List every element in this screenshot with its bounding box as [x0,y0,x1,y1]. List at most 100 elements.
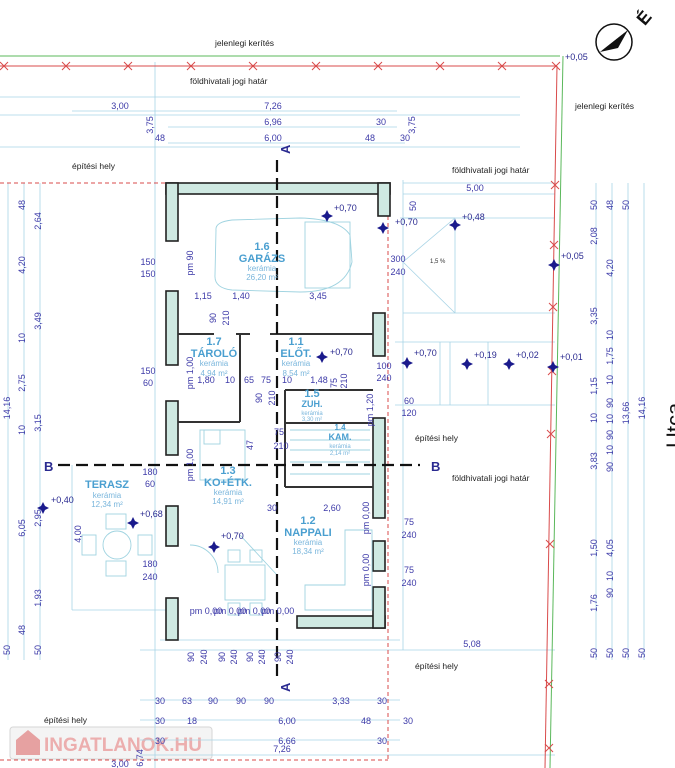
dimension-label: 100 [376,361,391,371]
dimension-label: 30 [267,503,277,513]
dimension-label: kerámia [282,359,311,368]
dimension-label: 1.6 [254,241,269,253]
dimension-label: 60 [143,378,153,388]
dimension-label: 48 [605,200,615,210]
dimension-label: 6,66 [278,736,296,746]
dimension-label: 2,95 [33,509,43,527]
elevation-marker-icon [321,210,333,222]
elevation-marker-icon [461,358,473,370]
dimension-label: 60 [404,396,414,406]
dimension-label: 210 [221,310,231,325]
dimension-label: NAPPALI [284,527,331,539]
dimension-label: +0,48 [462,212,485,222]
dimension-label: 90 [605,462,615,472]
dimension-label: 30 [155,716,165,726]
dimension-label: 240 [401,578,416,588]
dimension-label: 10 [589,413,599,423]
dimension-label: KO+ÉTK. [204,476,252,489]
dimension-label: pm 0,00 [361,502,371,535]
dimension-label: +0,19 [474,350,497,360]
dimension-label: pm 0,00 [361,554,371,587]
dimension-label: 10 [605,571,615,581]
dimension-guide-lines [0,62,645,768]
dimensions-left: 48 2,64 4,20 3,49 10 2,75 10 3,15 14,16 … [2,200,83,655]
dimension-label: 4,20 [605,259,615,277]
dimension-label: pm 0,00 [238,606,271,616]
building-zone-line [0,182,389,761]
dimension-label: 1,40 [232,291,250,301]
annotation-fence-right: jelenlegi kerítés [574,101,634,111]
dimension-label: 1.2 [300,515,315,527]
dimension-label: 240 [229,649,239,664]
dimension-label: 14,16 [2,397,12,420]
dimension-label: kerámia [200,359,229,368]
dimension-label: pm 0,00 [214,606,247,616]
dimension-label: 2,60 [323,503,341,513]
dimension-label: kerámia [248,264,277,273]
dimension-label: 6,96 [264,117,282,127]
dimension-label: 75 [329,378,339,388]
elevation-labels: +0,05 +0,70 +0,70 +0,48 +0,05 +0,70 +0,7… [51,52,588,541]
dimension-label: 75 [404,517,414,527]
dimension-label: 30 [377,736,387,746]
elevation-marker-icon [548,259,560,271]
dimension-label: 3,75 [145,116,155,134]
dimension-label: 7,26 [264,101,282,111]
elevation-marker-icon [316,351,328,363]
dimension-label: kerámia [294,538,323,547]
dimension-label: 65 [244,375,254,385]
dimension-label: 30 [376,117,386,127]
dimension-label: 240 [376,373,391,383]
dimension-label: 63 [182,696,192,706]
dimension-label: 30 [155,696,165,706]
dimension-label: 240 [257,649,267,664]
dimension-label: pm 0,00 [190,606,223,616]
dimension-label: kerámia [301,411,323,417]
dimension-label: +0,70 [334,203,357,213]
dimension-label: 240 [142,572,157,582]
dimension-label: 7,26 [273,744,291,754]
dimension-label: 90 [208,313,218,323]
dimensions-right: 50 2,08 3,35 1,15 10 3,83 1,50 1,76 50 4… [589,200,647,658]
dimension-label: TÁROLÓ [191,347,238,360]
dimension-label: 48 [155,133,165,143]
dimension-label: 13,66 [621,402,631,425]
elevation-marker-icon [127,517,139,529]
dimension-label: 6,74 [135,749,145,767]
north-label: É [632,6,656,29]
dimension-label: 1,15 [589,377,599,395]
dimension-label: 240 [390,267,405,277]
dimension-label: 6,00 [264,133,282,143]
dimension-label: ELŐT. [280,347,311,360]
dimension-label: 3,35 [589,307,599,325]
dimension-label: 240 [285,649,295,664]
dimension-label: 1.5 [304,388,319,400]
dimension-label: 90 [605,588,615,598]
dimension-label: 210 [273,441,288,451]
dimension-label: 120 [401,408,416,418]
dimension-label: pm 1,00 [185,357,195,390]
dimension-label: +0,68 [140,509,163,519]
dimension-label: 4,20 [17,256,27,274]
dimension-label: 1,80 [197,375,215,385]
dimension-label: 50 [408,201,418,211]
dimensions-window-bottom: 90 240 90 240 90 240 90 240 5,08 [186,639,481,665]
dimension-label: 6,00 [278,716,296,726]
dimension-label: 3,15 [33,414,43,432]
elevation-marker-icon [208,541,220,553]
dimension-label: 48 [17,200,27,210]
dimension-label: 48 [361,716,371,726]
dimension-label: 4,00 [73,525,83,543]
section-b-right-label: B [431,459,440,474]
dimension-label: 50 [605,648,615,658]
dimension-label: 12,34 m² [91,500,123,509]
dimension-label: 47 [245,440,255,450]
dimension-label: 3,83 [589,452,599,470]
watermark-text: INGATLANOK.HU [44,735,202,756]
dimension-label: 3,30 m² [302,417,322,423]
